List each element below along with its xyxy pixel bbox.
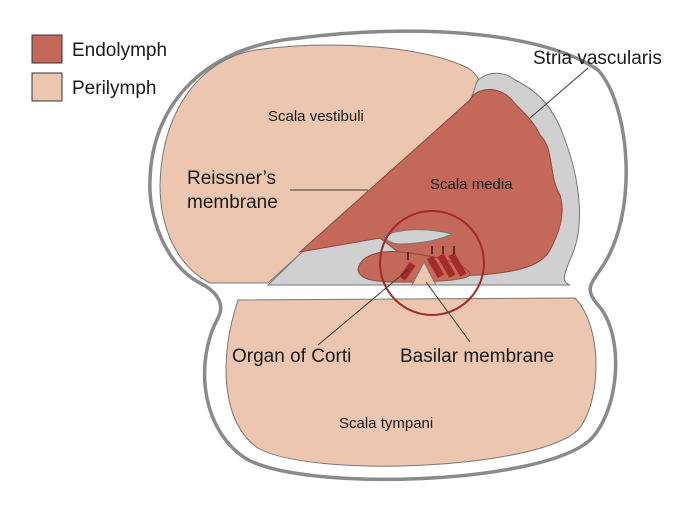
label-scala-media: Scala media	[430, 176, 513, 193]
label-reissners-line2: membrane	[187, 192, 278, 213]
hair-cell	[437, 253, 456, 278]
legend-swatch-endolymph	[31, 34, 63, 64]
stria-vascularis-leader	[529, 67, 589, 119]
hair-cells	[399, 252, 467, 281]
legend-label-perilymph: Perilymph	[72, 78, 156, 99]
label-reissners-line1: Reissner’s	[187, 168, 276, 189]
legend-label-endolymph: Endolymph	[72, 40, 167, 61]
legend-swatch-perilymph	[31, 72, 63, 102]
hair-cell	[426, 255, 444, 279]
label-stria-vascularis: Stria vascularis	[533, 48, 662, 69]
organ-of-corti-leader	[317, 267, 411, 346]
organ-of-corti-highlight-ring	[379, 210, 485, 316]
hair-cell	[399, 261, 416, 281]
label-scala-tympani: Scala tympani	[339, 415, 433, 432]
hair-cell	[448, 252, 467, 277]
scala-tympani-region	[225, 297, 597, 467]
legend: Endolymph Perilymph	[31, 34, 167, 102]
basilar-membrane	[411, 260, 437, 286]
label-organ-of-corti: Organ of Corti	[232, 346, 351, 367]
tectorial-membrane	[383, 229, 454, 245]
label-basilar-membrane: Basilar membrane	[400, 346, 554, 367]
label-scala-vestibuli: Scala vestibuli	[268, 108, 364, 125]
basilar-membrane-leader	[425, 281, 471, 343]
scala-vestibuli-region	[159, 44, 481, 284]
stereocilia	[407, 246, 455, 260]
